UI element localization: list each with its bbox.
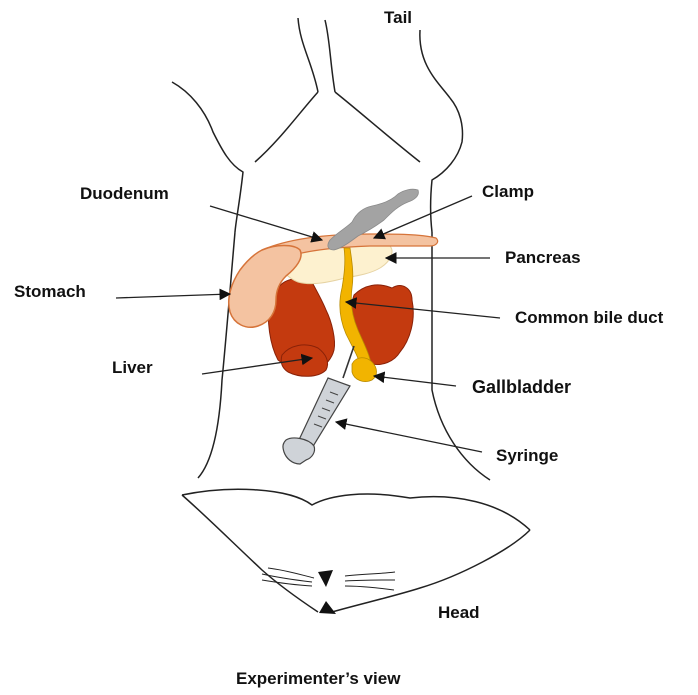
syringe-plunger	[283, 438, 315, 464]
stomach-label: Stomach	[14, 282, 86, 302]
common-bile-duct-label: Common bile duct	[515, 308, 663, 328]
nose-mark	[318, 570, 333, 587]
gallbladder-pointer	[374, 376, 456, 386]
head-label: Head	[438, 603, 480, 623]
syringe-barrel	[298, 378, 350, 448]
figure-caption: Experimenter’s view	[236, 669, 400, 689]
snout-tip	[319, 601, 336, 614]
liver-label: Liver	[112, 358, 153, 378]
syringe-pointer	[336, 422, 482, 452]
clamp-label: Clamp	[482, 182, 534, 202]
tail-label: Tail	[384, 8, 412, 28]
syringe-label: Syringe	[496, 446, 558, 466]
tail-tip	[420, 30, 450, 98]
stomach-pointer	[116, 294, 230, 298]
right-whiskers	[345, 572, 395, 590]
duodenum-pointer	[210, 206, 322, 240]
shoulder-outline	[182, 489, 530, 530]
gallbladder-label: Gallbladder	[472, 377, 571, 398]
head-outline	[182, 495, 530, 612]
left-hip-outline	[172, 82, 243, 232]
body-right-side	[432, 232, 490, 480]
duodenum-label: Duodenum	[80, 184, 169, 204]
pancreas-label: Pancreas	[505, 248, 581, 268]
liver-lower-lobe	[281, 345, 327, 376]
body-left-side	[198, 232, 235, 478]
lower-body-link	[255, 92, 420, 162]
tail-outline	[298, 18, 335, 92]
